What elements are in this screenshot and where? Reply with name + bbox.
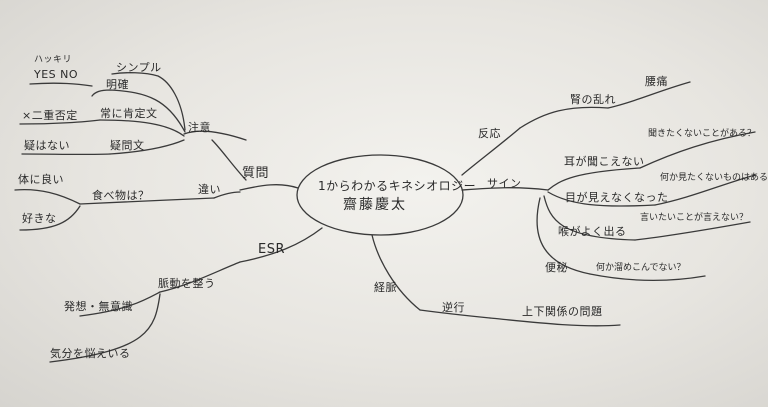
constipation-line [536, 197, 591, 275]
food-label: 食べ物は？ [92, 189, 150, 202]
throat-line [543, 195, 636, 241]
hakkiri-label: ハッキリ [34, 55, 73, 65]
yesno-underline [29, 82, 93, 87]
center-author: 齋藤慶太 [343, 197, 407, 213]
body-good-label: 体に良い [18, 173, 64, 186]
difference-label: 違い [198, 183, 221, 196]
eye-line [547, 191, 656, 207]
emotion-label: 発想・無意識 [64, 300, 133, 313]
negative-line [99, 119, 185, 137]
difference-connector [213, 191, 241, 199]
clear-line [91, 89, 186, 133]
simple-line [111, 72, 186, 131]
reverse-underline [419, 309, 491, 319]
eye-q-line [654, 174, 756, 206]
relation-line [489, 317, 621, 327]
doubt-label: 疑問文 [110, 139, 145, 152]
reverse-label: 逆行 [442, 301, 465, 314]
difference-underline [79, 197, 215, 205]
reflex-label: 反応 [478, 127, 501, 140]
pain-line [607, 81, 691, 109]
meridian-label: 経脈 [374, 281, 397, 294]
sign-branch-line [461, 187, 549, 191]
caution-underline [183, 130, 247, 141]
question-branch-line [239, 184, 299, 191]
eye-label: 目が見えなくなった [565, 191, 669, 204]
ear-question: 聞きたくないことがある？ [648, 129, 757, 139]
throat-q-line [634, 221, 751, 241]
pulse-label: 脈動を整う [158, 277, 216, 290]
body-line [14, 188, 81, 205]
throat-label: 喉がよく出る [558, 225, 627, 238]
negative-label: 常に肯定文 [100, 107, 158, 120]
esr-label: ESR [258, 242, 285, 257]
relation-label: 上下関係の問題 [522, 305, 603, 318]
emotion-line [79, 291, 161, 317]
kidney-label: 腎の乱れ [570, 93, 616, 106]
sign-label: サイン [487, 177, 522, 190]
constipation-q-line [589, 273, 706, 281]
like-line [19, 205, 81, 231]
caution-label: 注意 [188, 121, 211, 134]
double-label: ×二重否定 [22, 109, 78, 122]
pain-label: 腰痛 [645, 75, 668, 88]
ng-label: 疑はない [24, 139, 70, 152]
simple-label: シンプル [116, 61, 162, 74]
constipation-question: 何か溜めこんでない？ [596, 263, 686, 273]
ear-line [547, 167, 641, 191]
question-label: 質問 [242, 166, 270, 181]
meridian-branch-line [371, 234, 421, 311]
mood-label: 気分を悩えいる [50, 347, 131, 360]
doubt-line [109, 139, 185, 155]
double-underline [19, 119, 101, 125]
constipation-label: 便秘 [545, 261, 568, 274]
throat-question: 言いたいことが言えない？ [640, 213, 749, 223]
reflex-line [461, 127, 521, 176]
mood-line [49, 293, 161, 363]
center-title: 1からわかるキネシオロジー [318, 179, 477, 193]
ear-label: 耳が聞こえない [564, 155, 645, 168]
clear-label: 明確 [106, 78, 129, 91]
pulse-underline [159, 261, 241, 293]
kidney-line [519, 106, 609, 129]
like-label: 好きな [22, 212, 57, 225]
center-bubble [296, 154, 464, 236]
caution-connector [211, 139, 247, 181]
yesno-label: YES NO [34, 68, 79, 81]
ear-q-line [639, 131, 756, 169]
esr-branch-line [239, 227, 323, 263]
eye-question: 何か見たくないものはある？ [660, 173, 768, 183]
